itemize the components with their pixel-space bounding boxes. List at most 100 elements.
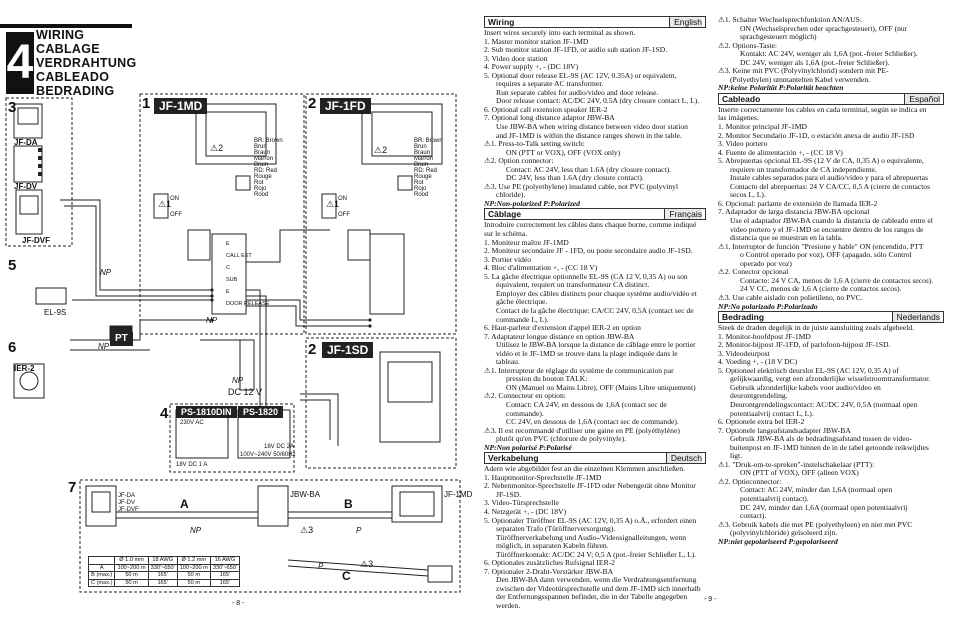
text-line: ⚠3. Keine mit PVC (Polyvinylchlorid) son…: [718, 67, 889, 76]
text-line: Deurontgrendelingscontact: AC/DC 24V, 0,…: [730, 400, 918, 409]
text-line: 7. Optional long distance adaptor JBW-BA: [484, 114, 615, 123]
text-line: ⚠2. Option connector:: [484, 157, 554, 166]
chapter-title-en: WIRING: [36, 28, 85, 42]
text-fragment: Español: [904, 93, 940, 104]
text-fragment: 50 m: [176, 571, 211, 580]
page-number-right: - 9 -: [704, 596, 717, 603]
switch-off-md: OFF: [170, 212, 182, 218]
text-fragment: 100~200 m: [176, 563, 211, 572]
text-line: 6. Optionales zusätzliches Rufsignal IER…: [484, 559, 615, 568]
text-line: Use JBW-BA when wiring distance between …: [496, 123, 688, 132]
label-jbwba: JBW-BA: [290, 490, 321, 499]
text-fragment: 1: [334, 199, 340, 209]
model-tag-jf1sd: JF-1SD: [322, 342, 374, 358]
text-line: Inserte correctamente los cables en cada…: [718, 105, 927, 114]
text-fragment: Rouge: [414, 174, 432, 180]
text-line: 5. Optioneel elektrisch deurslot EL-9S (…: [718, 366, 899, 375]
text-fragment: C (max.): [87, 578, 116, 587]
text-line: 5. La gâche électrique optionnelle EL-9S…: [484, 272, 688, 281]
text-line: CC 24V, en dessous de 1,6A (contact sec …: [506, 418, 679, 427]
text-line: ON (PTT or VOX), OFF (VOX only): [506, 148, 621, 157]
text-fragment: BR: Brown: [414, 138, 443, 144]
text-fragment: 3: [308, 525, 314, 535]
text-line: 2. Monitor-bijpost JF-1FD, of parlofoon-…: [718, 341, 891, 350]
text-line: DC 24V, less than 1.6A (dry closure cont…: [506, 174, 644, 183]
text-line: 4. Voeding +, - (18 V DC): [718, 358, 798, 367]
text-line: chloride).: [496, 191, 526, 200]
text-line: Employer des câbles distincts pour chaqu…: [496, 289, 697, 298]
text-line: ⚠3. Il est recommandé d'utiliser une gai…: [484, 426, 680, 435]
text-line: 1. Master monitor station JF-1MD: [484, 37, 589, 46]
text-line: ON (Manuel ou Mains Libre), OFF (Mains L…: [506, 383, 696, 392]
label-p-7: P: [356, 526, 362, 535]
text-fragment: 165': [209, 571, 240, 580]
text-line: (Polyethylen) ummantelten Kabel verwende…: [730, 75, 871, 84]
warning-1-fd: ⚠1: [326, 199, 340, 209]
text-line: 6. Optional call extension speaker IER-2: [484, 105, 608, 114]
note-spanish: NP:No polarizado P:Polarizado: [718, 302, 818, 311]
text-line: der Entfernungsspannen befindet, die in …: [496, 593, 688, 602]
section-2-number: 2: [308, 95, 317, 112]
label-dc12v: DC 12 V: [228, 387, 263, 397]
text-fragment: Rood: [254, 192, 269, 198]
label-dc18b: 18V DC 2A: [264, 444, 295, 450]
model-tag-ps1820: PS-1820: [238, 406, 284, 418]
wiring-diagram-lines: [5, 93, 461, 593]
label-b: B: [344, 497, 353, 511]
text-line: JF-1SD.: [496, 490, 522, 499]
text-line: Den JBW-BA dann verwenden, wenn die Verd…: [496, 576, 697, 585]
label-np-1: NP: [100, 268, 112, 277]
text-line: Contact: AC 24V, less than 1.6A (dry clo…: [506, 165, 671, 174]
text-line: 3. Videodeurpost: [718, 349, 770, 358]
text-line: Adern wie abgebildet fest an die einzeln…: [484, 465, 685, 474]
label-jf-dvf-7: JF-DVF: [118, 507, 139, 513]
text-line: 1. Moniteur maître JF-1MD: [484, 238, 569, 247]
text-line: 6. Optionele extra bel IER-2: [718, 418, 805, 427]
text-line: ⚠1. Interrupteur de réglage du système d…: [484, 366, 674, 375]
note-french: NP:Non polarisé P:Polarisé: [484, 443, 572, 452]
label-c: C: [342, 569, 351, 583]
text-fragment: CALL EXT: [226, 253, 252, 259]
text-line: Contact de la gâche électrique: CA/CC 24…: [496, 306, 694, 315]
text-fragment: 3: [368, 559, 374, 569]
text-line: ⚠2. Connecteur en option:: [484, 392, 566, 401]
text-line: separaten Trafo (Türöffnerversorgung).: [496, 525, 616, 534]
text-line: requires a separate AC transformer.: [496, 80, 604, 89]
text-fragment: 1: [166, 199, 172, 209]
text-fragment: RD: Red: [414, 168, 438, 174]
section-7-number: 7: [68, 479, 77, 496]
text-line: video portero y el JF-1MD se encuentre d…: [730, 225, 924, 234]
text-line: buitenpost en JF-1MD binnen de in de tab…: [730, 443, 929, 452]
text-fragment: 165': [147, 571, 178, 580]
note-english: NP:Non-polarized P:Polarized: [484, 199, 580, 208]
label-ac-in: 100V~240V 50/60Hz: [240, 452, 296, 458]
text-line: ⚠1. Press-to-Talk setting switch:: [484, 140, 585, 149]
section-2b-number: 2: [308, 341, 317, 358]
text-fragment: Brun: [414, 144, 427, 150]
label-p-7b: P: [318, 562, 324, 571]
chapter-title-block: WIRING CABLAGE VERDRAHTUNG CABLEADO BEDR…: [36, 28, 137, 98]
text-line: 1. Hauptmonitor-Sprechstelle JF-1MD: [484, 473, 602, 482]
label-a: A: [180, 497, 189, 511]
text-line: Introduire correctement les câbles dans …: [484, 221, 697, 230]
text-fragment: 50 m: [114, 571, 149, 580]
text-line: Contacto: 24 V CA, menos de 1,6 A (cierr…: [740, 276, 934, 285]
text-line: 3. Video door station: [484, 54, 548, 63]
model-tag-pt: PT: [110, 332, 133, 346]
text-fragment: Français: [664, 209, 702, 220]
text-fragment: 50 m: [114, 578, 149, 587]
text-line: 6. Haut-parleur d'extension d'appel IER-…: [484, 324, 641, 333]
chapter-title-es: CABLEADO: [36, 70, 110, 84]
text-line: ligt.: [730, 452, 743, 461]
text-fragment: SUB: [226, 277, 238, 283]
text-fragment: BR: Brown: [254, 138, 283, 144]
text-line: 3. Portier vidéo: [484, 255, 532, 264]
text-line: 7. Optionele langeafstandsadapter JBW-BA: [718, 426, 851, 435]
